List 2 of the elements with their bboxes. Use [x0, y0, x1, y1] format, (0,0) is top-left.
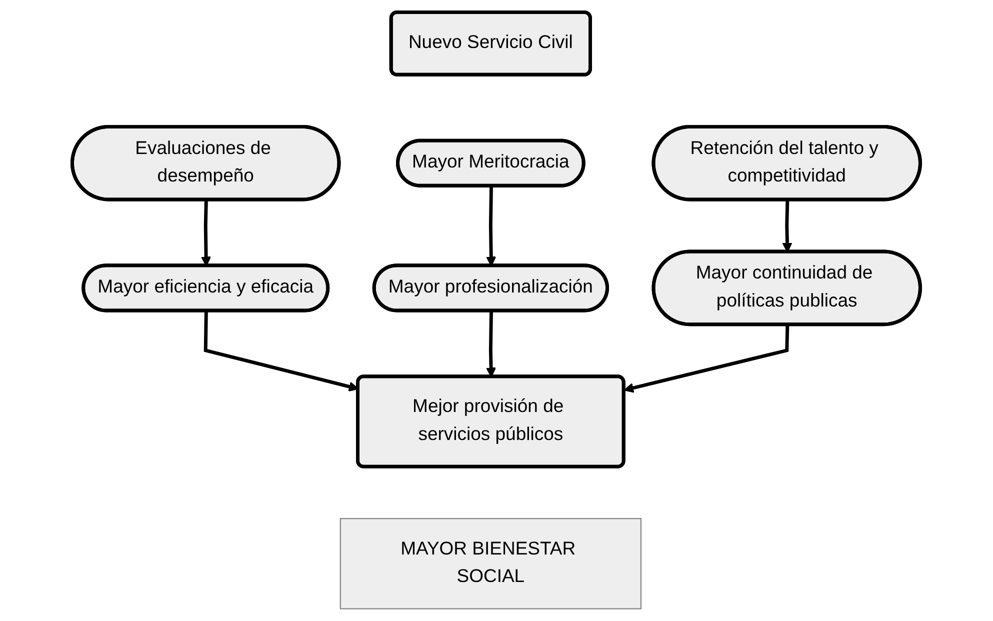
arrow: [624, 324, 790, 393]
node-box: MAYOR BIENESTAR SOCIAL: [340, 518, 642, 610]
